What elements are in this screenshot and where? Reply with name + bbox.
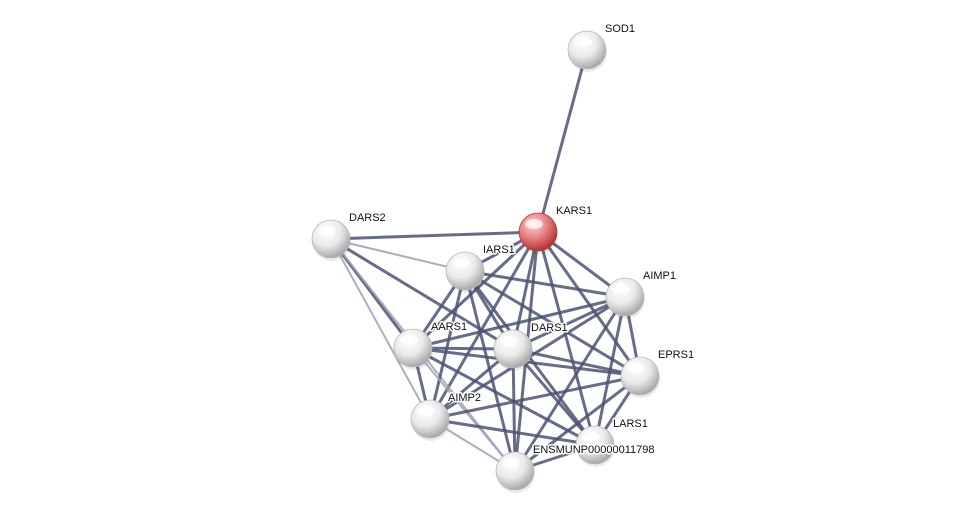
node-label-ensmunp00000011798: ENSMUNP00000011798 bbox=[533, 444, 654, 456]
edge-dars2-aimp2 bbox=[330, 238, 431, 420]
node-gloss bbox=[627, 363, 645, 373]
edge-aimp1-dars1 bbox=[511, 295, 627, 351]
edge-kars1-lars1 bbox=[536, 230, 597, 447]
node-label-lars1: LARS1 bbox=[613, 418, 648, 430]
node-label-aimp1: AIMP1 bbox=[643, 270, 676, 282]
node-label-sod1: SOD1 bbox=[605, 23, 635, 35]
node-label-eprs1: EPRS1 bbox=[658, 349, 694, 361]
node-kars1[interactable]: KARS1 bbox=[518, 204, 594, 254]
node-aars1[interactable]: AARS1 bbox=[393, 320, 469, 370]
edge-iars1-eprs1 bbox=[463, 269, 642, 378]
node-dars1[interactable]: DARS1 bbox=[493, 321, 569, 371]
node-gloss bbox=[417, 406, 435, 416]
node-circle-aimp1[interactable] bbox=[605, 277, 645, 317]
node-gloss bbox=[574, 37, 592, 47]
node-label-aimp2: AIMP2 bbox=[448, 392, 481, 404]
node-circle-kars1[interactable] bbox=[518, 212, 558, 252]
node-aimp1[interactable]: AIMP1 bbox=[605, 269, 678, 319]
edge-aimp2-lars1 bbox=[428, 417, 597, 447]
node-gloss bbox=[582, 432, 600, 442]
node-aimp2[interactable]: AIMP2 bbox=[410, 391, 483, 441]
node-circle-ensmunp00000011798[interactable] bbox=[495, 451, 535, 491]
edge-iars1-aimp1 bbox=[463, 269, 627, 299]
edge-aars1-lars1 bbox=[411, 346, 597, 447]
node-gloss bbox=[318, 226, 336, 236]
node-label-dars2: DARS2 bbox=[349, 212, 386, 224]
edge-dars1-ensmunp00000011798 bbox=[511, 347, 517, 473]
edge-aimp1-ensmunp00000011798 bbox=[513, 295, 627, 473]
node-gloss bbox=[452, 258, 470, 268]
edge-kars1-eprs1 bbox=[536, 230, 642, 378]
edge-iars1-ensmunp00000011798 bbox=[463, 269, 517, 473]
edge-sod1-kars1 bbox=[536, 48, 589, 234]
edge-aimp1-aars1 bbox=[411, 295, 627, 350]
node-lars1[interactable]: LARS1 bbox=[575, 417, 649, 467]
edge-eprs1-ensmunp00000011798 bbox=[513, 374, 642, 473]
node-gloss bbox=[525, 219, 543, 229]
edge-dars1-eprs1 bbox=[511, 347, 642, 378]
node-label-dars1: DARS1 bbox=[531, 322, 568, 334]
node-gloss bbox=[400, 335, 418, 345]
node-circle-eprs1[interactable] bbox=[620, 356, 660, 396]
node-circle-sod1[interactable] bbox=[567, 30, 607, 70]
edge-iars1-aimp2 bbox=[428, 269, 467, 421]
edge-dars1-lars1 bbox=[511, 347, 597, 447]
node-label-aars1: AARS1 bbox=[431, 321, 467, 333]
node-circle-dars2[interactable] bbox=[311, 219, 351, 259]
node-gloss bbox=[612, 284, 630, 294]
node-iars1[interactable]: IARS1 bbox=[445, 243, 516, 293]
edge-dars2-iars1 bbox=[330, 238, 466, 272]
node-circle-dars1[interactable] bbox=[493, 329, 533, 369]
node-gloss bbox=[500, 336, 518, 346]
node-circle-aimp2[interactable] bbox=[410, 399, 450, 439]
edge-kars1-dars2 bbox=[329, 230, 540, 241]
node-sod1[interactable]: SOD1 bbox=[567, 22, 636, 72]
node-dars2[interactable]: DARS2 bbox=[311, 211, 387, 261]
node-circle-iars1[interactable] bbox=[445, 251, 485, 291]
node-eprs1[interactable]: EPRS1 bbox=[620, 348, 696, 398]
node-label-kars1: KARS1 bbox=[556, 205, 592, 217]
node-circle-aars1[interactable] bbox=[393, 328, 433, 368]
edge-kars1-dars1 bbox=[511, 230, 540, 351]
node-gloss bbox=[502, 458, 520, 468]
node-label-iars1: IARS1 bbox=[483, 244, 515, 256]
edges-layer bbox=[329, 48, 642, 473]
edge-eprs1-aimp2 bbox=[428, 374, 642, 421]
node-ensmunp00000011798[interactable]: ENSMUNP00000011798 bbox=[495, 443, 656, 493]
edge-aars1-ensmunp00000011798 bbox=[412, 347, 516, 472]
